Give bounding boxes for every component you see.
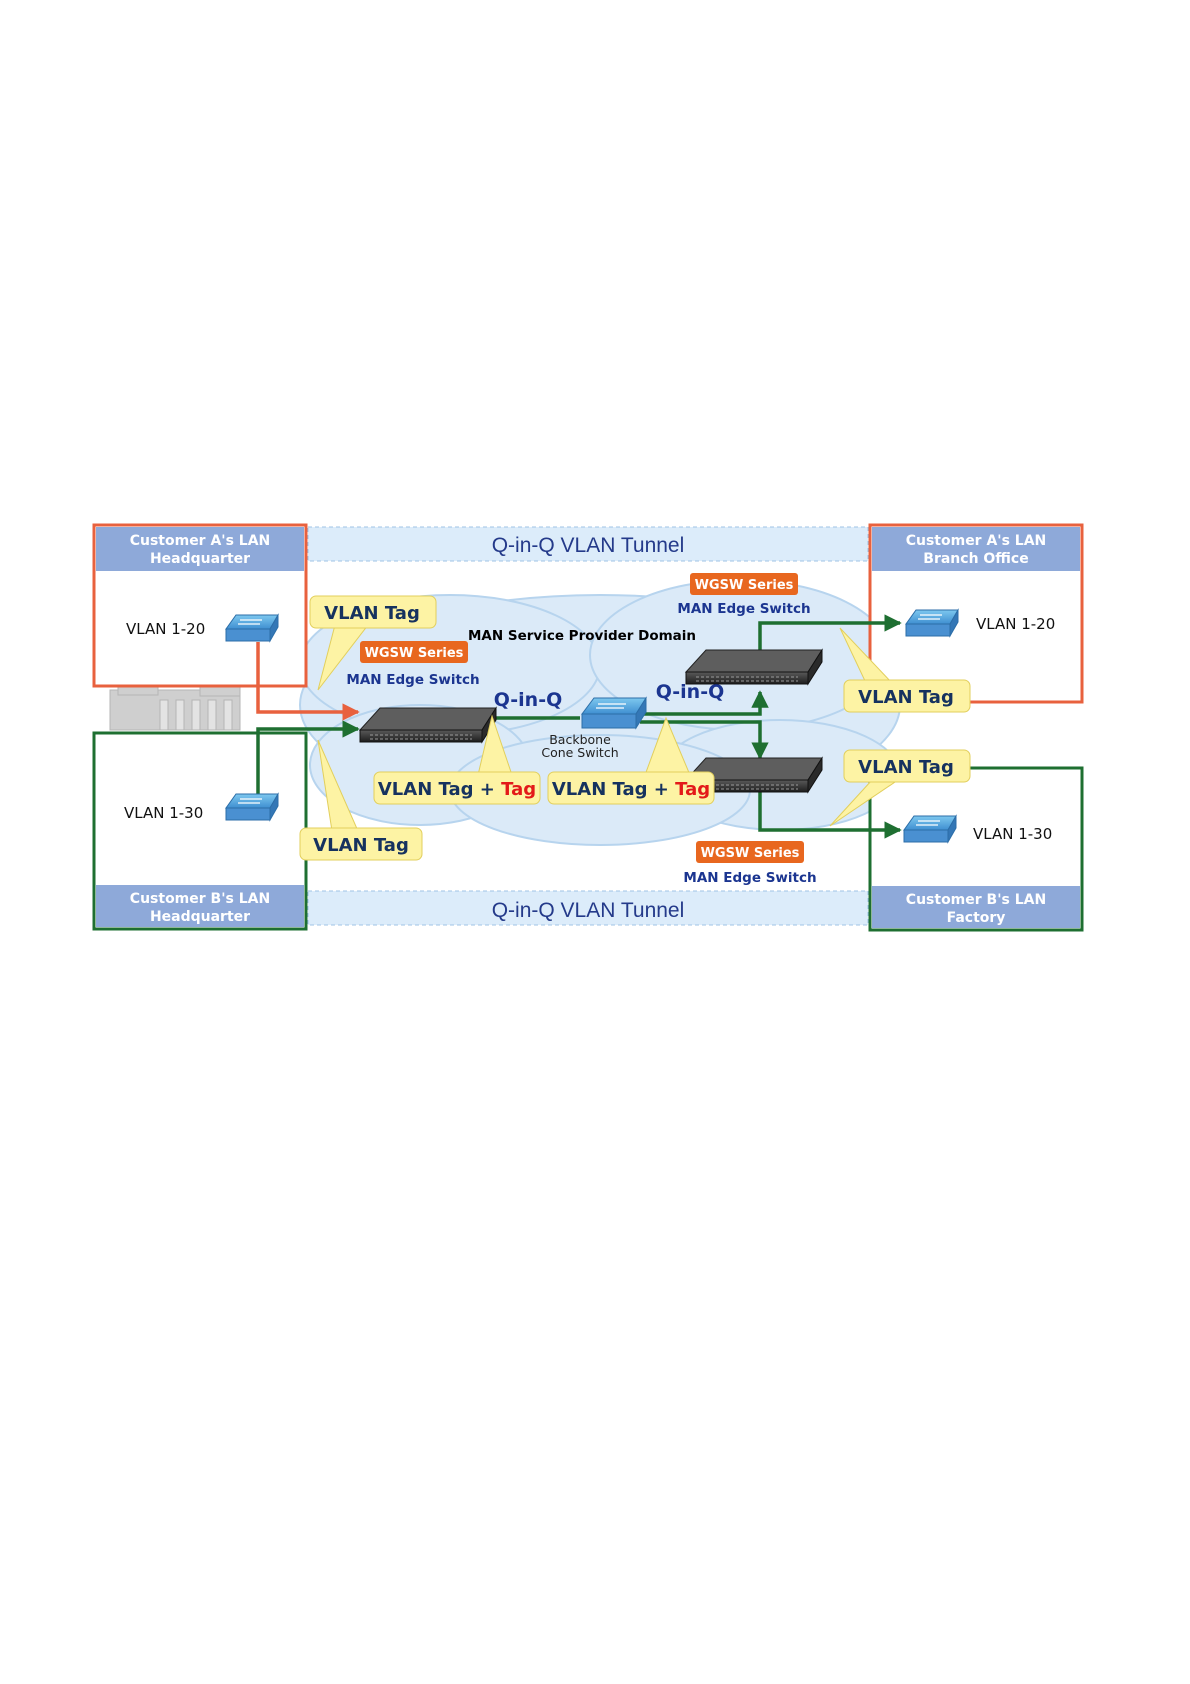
- box-customer-b-factory: Customer B's LAN Factory VLAN 1-30: [868, 766, 1084, 932]
- wgsw-switch-icon-top-right: [684, 648, 823, 686]
- b-hq-vlan: VLAN 1-30: [124, 804, 203, 822]
- switch-icon-b-factory: [903, 814, 957, 844]
- switch-icon-backbone: [581, 696, 647, 730]
- tunnel-band-bottom: Q-in-Q VLAN Tunnel: [307, 890, 869, 926]
- callout-vlan-tag-a-hq-text: VLAN Tag: [324, 603, 420, 624]
- tunnel-band-top: Q-in-Q VLAN Tunnel: [307, 526, 869, 562]
- box-customer-b-hq: Customer B's LAN Headquarter VLAN 1-30: [92, 731, 308, 931]
- wgsw-badge-top-right-text: WGSW Series: [695, 578, 794, 593]
- a-branch-title-2: Branch Office: [923, 551, 1028, 567]
- a-branch-vlan: VLAN 1-20: [976, 615, 1055, 633]
- callout-vlan-tag-plus-left: VLAN Tag + Tag: [373, 714, 541, 805]
- edge-switch-label-bottom-right: MAN Edge Switch: [683, 870, 816, 886]
- link-a-hq-to-edge: [256, 642, 360, 721]
- callout-vlan-tag-a-branch: VLAN Tag: [839, 627, 971, 713]
- box-customer-a-branch: Customer A's LAN Branch Office VLAN 1-20: [868, 523, 1084, 704]
- switch-icon-b-hq: [225, 792, 279, 822]
- b-factory-title-1: Customer B's LAN: [906, 892, 1046, 908]
- b-hq-title-2: Headquarter: [150, 909, 250, 925]
- wgsw-badge-bottom-right-text: WGSW Series: [701, 846, 800, 861]
- wgsw-badge-bottom-right: WGSW Series MAN Edge Switch: [683, 841, 817, 886]
- callout-vlan-tag-plus-right: VLAN Tag + Tag: [547, 716, 715, 805]
- backbone-label-2: Cone Switch: [541, 745, 618, 760]
- backbone-label-1: Backbone: [549, 732, 611, 747]
- switch-icon-a-branch: [905, 608, 959, 638]
- a-hq-title-1: Customer A's LAN: [130, 533, 271, 549]
- link-backbone-to-edge-top: [640, 690, 769, 716]
- a-hq-vlan: VLAN 1-20: [126, 620, 205, 638]
- a-branch-title-1: Customer A's LAN: [906, 533, 1047, 549]
- a-hq-title-2: Headquarter: [150, 551, 250, 567]
- qinq-label-left: Q-in-Q: [494, 689, 562, 711]
- callout-vlan-tag-plus-right-base: VLAN Tag +: [552, 779, 675, 800]
- edge-switch-label-top-right: MAN Edge Switch: [677, 601, 810, 617]
- tunnel-label-top: Q-in-Q VLAN Tunnel: [492, 534, 685, 557]
- wgsw-badge-top-right: WGSW Series MAN Edge Switch: [677, 573, 811, 617]
- callout-vlan-tag-a-hq: VLAN Tag: [309, 595, 437, 691]
- provider-domain-label: MAN Service Provider Domain: [468, 628, 696, 644]
- b-hq-title-1: Customer B's LAN: [130, 891, 270, 907]
- wgsw-badge-left: WGSW Series MAN Edge Switch: [346, 641, 480, 688]
- callout-vlan-tag-plus-right-extra: Tag: [675, 779, 710, 800]
- b-factory-vlan: VLAN 1-30: [973, 825, 1052, 843]
- callout-vlan-tag-plus-left-text: VLAN Tag + Tag: [378, 779, 536, 800]
- box-customer-a-hq: Customer A's LAN Headquarter VLAN 1-20: [92, 523, 308, 688]
- callout-vlan-tag-b-factory: VLAN Tag: [829, 749, 971, 827]
- link-b-hq-to-edge: [256, 720, 360, 800]
- wgsw-switch-icon-left: [358, 706, 497, 744]
- callout-vlan-tag-plus-right-text: VLAN Tag + Tag: [552, 779, 710, 800]
- switch-icon-a-hq: [225, 613, 279, 643]
- link-edge-top-to-branch: [758, 614, 902, 653]
- wgsw-badge-left-text: WGSW Series: [365, 646, 464, 661]
- callout-vlan-tag-plus-left-extra: Tag: [501, 779, 536, 800]
- b-factory-title-2: Factory: [947, 910, 1006, 926]
- link-edge-bottom-to-factory: [758, 790, 902, 839]
- link-backbone-to-edge-bottom: [640, 720, 769, 760]
- callout-vlan-tag-b-hq-text: VLAN Tag: [313, 835, 409, 856]
- edge-switch-label-left: MAN Edge Switch: [346, 672, 479, 688]
- callout-vlan-tag-a-branch-text: VLAN Tag: [858, 687, 954, 708]
- callout-vlan-tag-plus-left-base: VLAN Tag +: [378, 779, 501, 800]
- qinq-label-right: Q-in-Q: [656, 681, 724, 703]
- callout-vlan-tag-b-factory-text: VLAN Tag: [858, 757, 954, 778]
- connections: [256, 614, 902, 839]
- callout-vlan-tag-b-hq: VLAN Tag: [299, 739, 423, 861]
- tunnel-label-bottom: Q-in-Q VLAN Tunnel: [492, 899, 685, 922]
